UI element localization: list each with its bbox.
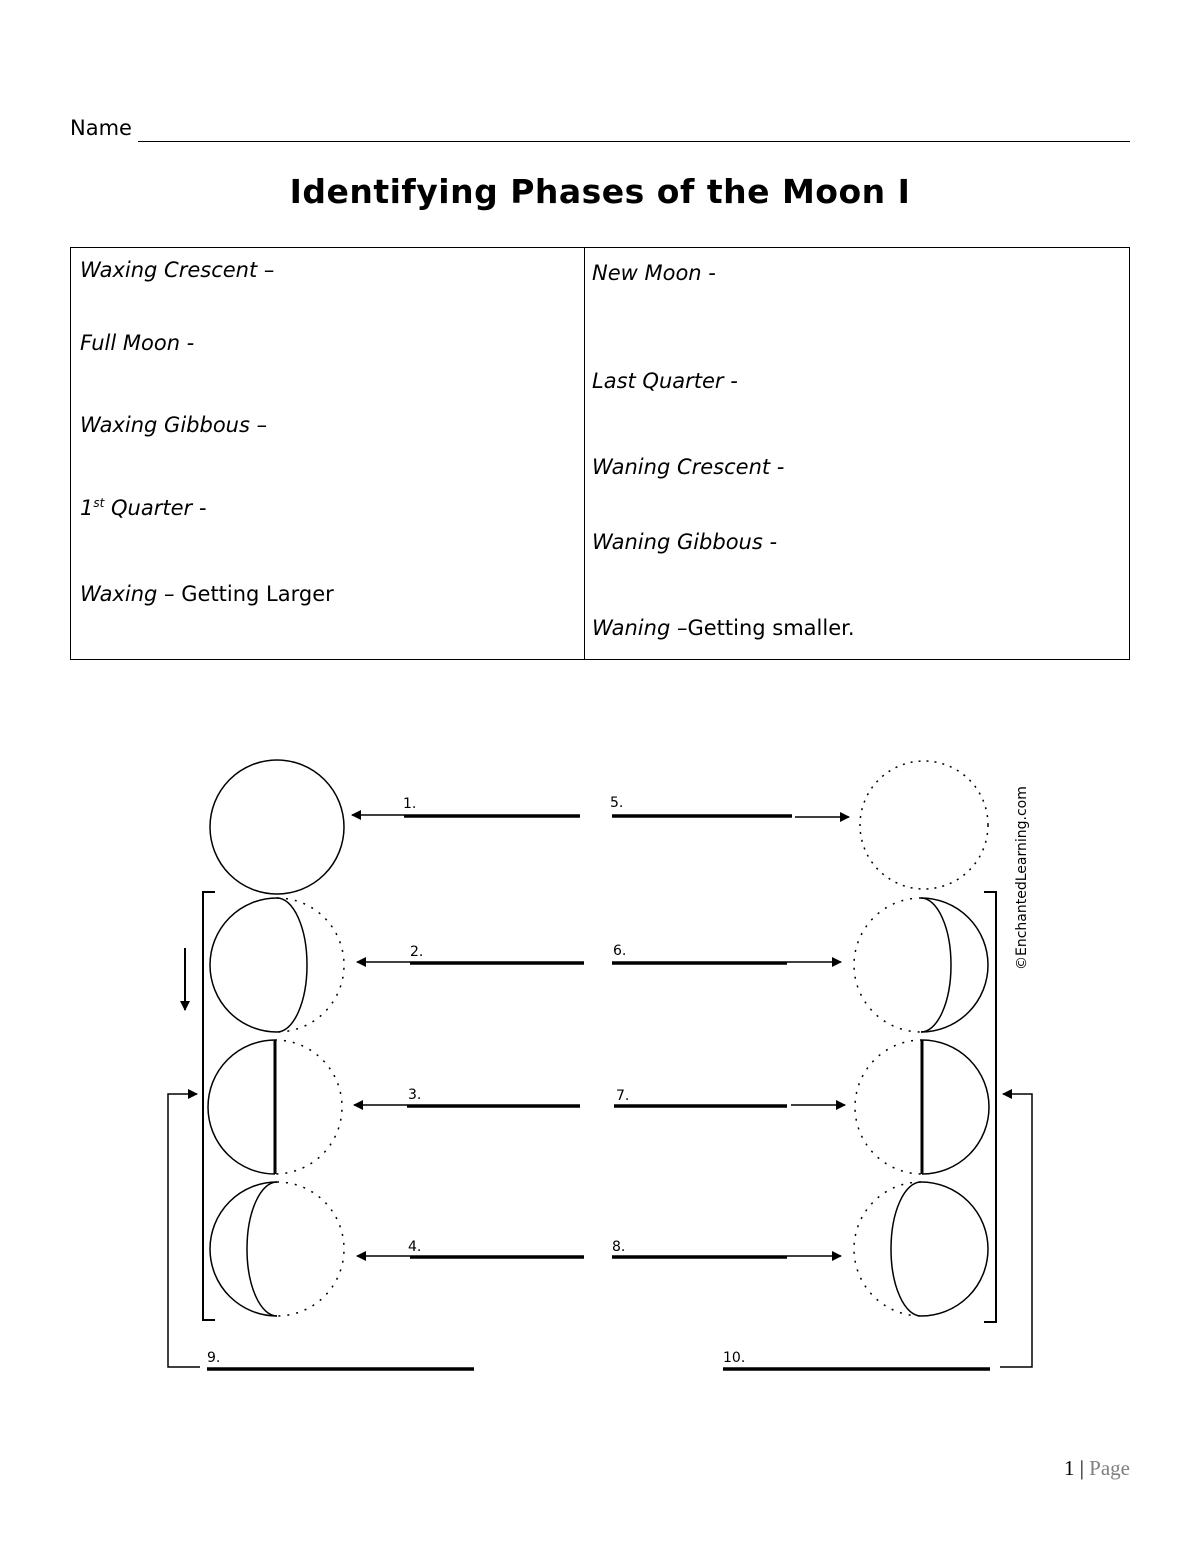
term-superscript: st bbox=[93, 496, 104, 510]
blank-number-label: 4. bbox=[408, 1239, 421, 1255]
blank-number-label: 8. bbox=[612, 1239, 625, 1255]
term-label: Full Moon - bbox=[80, 331, 194, 355]
waxing-crescent-icon bbox=[210, 1182, 344, 1316]
term-first-quarter: 1st Quarter - bbox=[80, 496, 206, 520]
term-label: Waning – bbox=[592, 616, 687, 640]
waxing-gibbous-icon bbox=[210, 898, 344, 1032]
term-waning-gibbous: Waning Gibbous - bbox=[592, 530, 777, 554]
blank-number-label: 7. bbox=[616, 1088, 629, 1104]
page-word: Page bbox=[1089, 1456, 1130, 1480]
term-label: Waning Crescent - bbox=[592, 455, 784, 479]
copyright-label: ©EnchantedLearning.com bbox=[1014, 786, 1030, 970]
blank-number-label: 3. bbox=[408, 1087, 421, 1103]
page-footer: 1 | Page bbox=[1064, 1456, 1130, 1481]
footer-separator: | bbox=[1080, 1456, 1084, 1480]
term-label: Last Quarter - bbox=[592, 369, 738, 393]
page-number: 1 bbox=[1064, 1456, 1075, 1480]
definitions-table: Waxing Crescent – Full Moon - Waxing Gib… bbox=[70, 247, 1130, 660]
term-waning-crescent: Waning Crescent - bbox=[592, 455, 784, 479]
term-waning: Waning –Getting smaller. bbox=[592, 616, 855, 640]
last-quarter-icon bbox=[855, 1040, 989, 1174]
term-full-moon: Full Moon - bbox=[80, 331, 194, 355]
waning-crescent-icon bbox=[854, 898, 988, 1032]
term-label: Waxing Crescent – bbox=[80, 258, 274, 282]
right-loop-arrow-icon bbox=[1000, 1094, 1032, 1367]
blank-number-label: 10. bbox=[723, 1350, 745, 1366]
name-field[interactable]: Name bbox=[70, 116, 1130, 146]
new-moon-icon bbox=[860, 761, 988, 889]
left-loop-arrow-icon bbox=[168, 1094, 200, 1367]
term-new-moon: New Moon - bbox=[592, 261, 716, 285]
right-bracket bbox=[984, 892, 996, 1322]
blank-number-label: 9. bbox=[207, 1350, 220, 1366]
term-number: 1 bbox=[80, 496, 93, 520]
page-title: Identifying Phases of the Moon I bbox=[0, 172, 1200, 211]
term-waxing-crescent: Waxing Crescent – bbox=[80, 258, 274, 282]
left-bracket bbox=[203, 892, 215, 1320]
waning-gibbous-icon bbox=[854, 1182, 988, 1316]
term-last-quarter: Last Quarter - bbox=[592, 369, 738, 393]
blank-number-label: 5. bbox=[610, 795, 623, 811]
full-moon-icon bbox=[210, 760, 344, 894]
blank-number-label: 6. bbox=[613, 943, 626, 959]
term-label: Waxing Gibbous – bbox=[80, 413, 267, 437]
term-waxing: Waxing – Getting Larger bbox=[80, 582, 334, 606]
table-divider bbox=[584, 248, 585, 659]
name-blank-line[interactable] bbox=[138, 141, 1130, 142]
moon-phases-diagram: 1. 2. 3. 4. 5. 6. 7. 8. 9. 10. ©Enchante… bbox=[0, 700, 1200, 1400]
name-label: Name bbox=[70, 116, 132, 140]
blank-number-label: 2. bbox=[410, 944, 423, 960]
term-label: Waning Gibbous - bbox=[592, 530, 777, 554]
term-label: Quarter - bbox=[111, 496, 206, 520]
term-label: New Moon - bbox=[592, 261, 716, 285]
term-label: Waxing – bbox=[80, 582, 181, 606]
term-waxing-gibbous: Waxing Gibbous – bbox=[80, 413, 267, 437]
term-description: Getting Larger bbox=[181, 582, 334, 606]
blank-number-label: 1. bbox=[403, 796, 416, 812]
term-description: Getting smaller. bbox=[687, 616, 854, 640]
first-quarter-icon bbox=[208, 1040, 342, 1174]
